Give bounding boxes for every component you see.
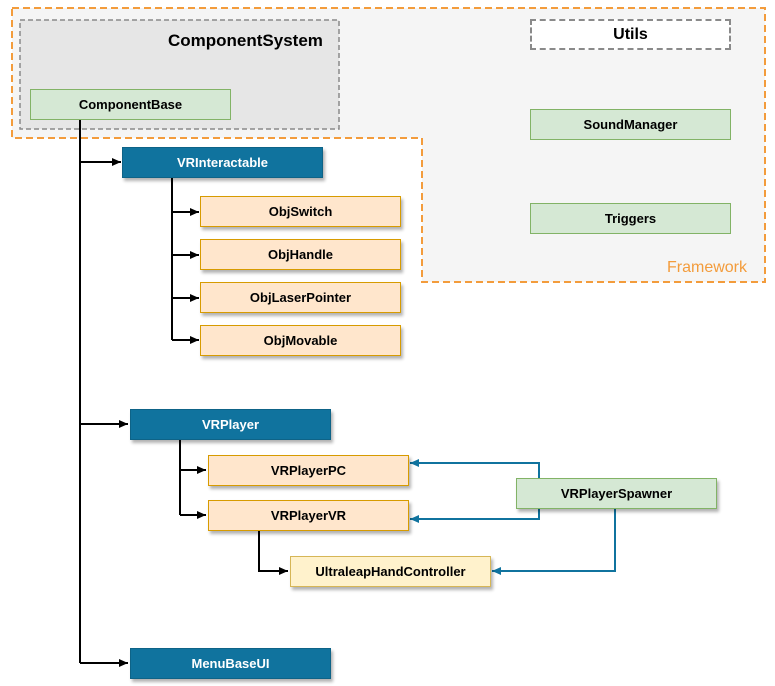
framework-group-label: Framework: [667, 259, 748, 276]
node-vr-player-pc: VRPlayerPC: [208, 455, 409, 486]
spawner-connectors: [410, 459, 616, 575]
node-ultraleap-hand-controller: UltraleapHandController: [290, 556, 491, 587]
inheritance-connectors: [79, 120, 288, 667]
node-obj-handle: ObjHandle: [200, 239, 401, 270]
node-vr-player-vr: VRPlayerVR: [208, 500, 409, 531]
node-obj-movable: ObjMovable: [200, 325, 401, 356]
node-triggers: Triggers: [530, 203, 731, 234]
node-obj-switch: ObjSwitch: [200, 196, 401, 227]
node-vr-interactable: VRInteractable: [122, 147, 323, 178]
node-component-base: ComponentBase: [30, 89, 231, 120]
spawner-to-vrplayervr: [410, 508, 540, 523]
node-sound-manager: SoundManager: [530, 109, 731, 140]
utils-group: Utils: [530, 19, 731, 50]
component-system-title: ComponentSystem: [168, 31, 323, 50]
node-obj-laser-pointer: ObjLaserPointer: [200, 282, 401, 313]
connector-ultraleap: [258, 530, 288, 575]
spawner-to-vrplayerpc: [410, 459, 540, 478]
node-vr-player-spawner: VRPlayerSpawner: [516, 478, 717, 509]
spawner-to-ultraleap: [492, 508, 616, 575]
node-vr-player: VRPlayer: [130, 409, 331, 440]
node-menu-base-ui: MenuBaseUI: [130, 648, 331, 679]
